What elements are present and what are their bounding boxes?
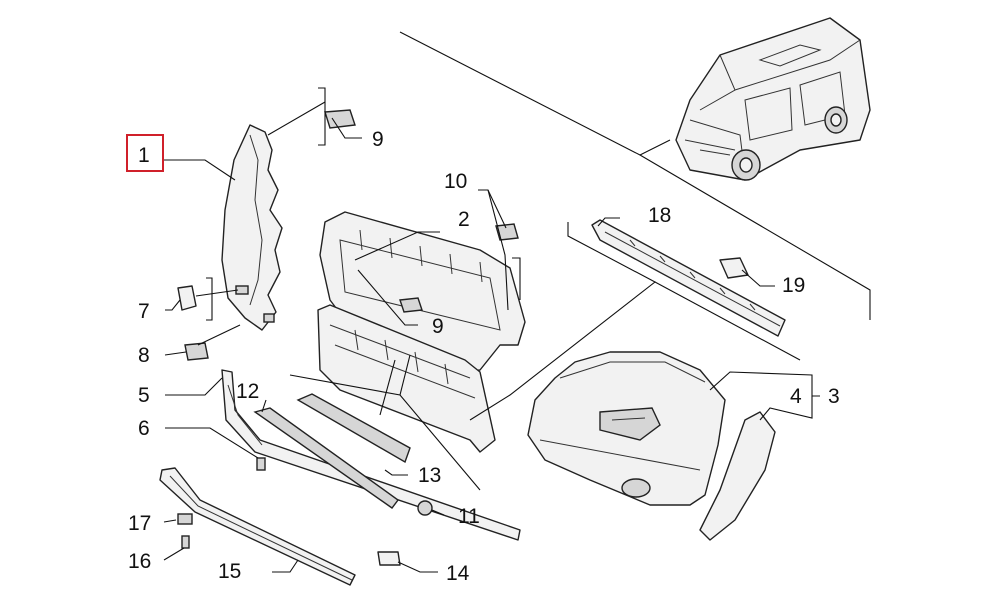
callout-18: 18 (648, 204, 671, 227)
callout-9-mid: 9 (432, 315, 444, 338)
callout-9-top: 9 (372, 128, 384, 151)
van-illustration (675, 17, 871, 181)
callout-12: 12 (236, 380, 259, 403)
callout-3: 3 (828, 385, 840, 408)
part-9-clip-top (324, 109, 356, 129)
callout-labels: 1 2 3 4 5 6 7 8 9 9 10 11 12 13 14 15 16… (128, 128, 840, 585)
callout-19: 19 (782, 274, 805, 297)
part-19-bracket (719, 257, 749, 279)
part-7-cover (177, 285, 197, 311)
callout-11: 11 (458, 505, 480, 528)
part-6-screw (256, 457, 266, 471)
part-15-bottom-strip (159, 467, 356, 586)
part-16-screw (181, 535, 190, 549)
callout-1-highlight (126, 134, 164, 172)
part-1-side-bracket (221, 124, 283, 331)
callout-15: 15 (218, 560, 241, 583)
part-2-radiator-frame (317, 211, 526, 453)
part-12-13-mesh-grille (253, 393, 411, 509)
callout-10: 10 (444, 170, 467, 193)
part-17-nut (177, 513, 193, 525)
part-3-bumper-corner (527, 351, 726, 506)
callout-8: 8 (138, 344, 150, 367)
leader-lines (163, 31, 871, 573)
callout-5: 5 (138, 384, 150, 407)
callout-14: 14 (446, 562, 470, 585)
part-11-plug (417, 500, 433, 516)
part-4-bumper-trim (699, 411, 776, 541)
callout-17: 17 (128, 512, 151, 535)
part-10-clip (495, 223, 519, 241)
callout-7: 7 (138, 300, 150, 323)
callout-1: 1 (138, 144, 150, 167)
callout-4: 4 (790, 385, 802, 408)
callout-2: 2 (458, 208, 470, 231)
part-8-bracket (184, 342, 209, 361)
part-14-clip (377, 551, 401, 566)
callout-16: 16 (128, 550, 151, 573)
callout-6: 6 (138, 417, 150, 440)
callout-13: 13 (418, 464, 441, 487)
part-18-grille-strip (591, 219, 786, 337)
part-5-lower-spoiler (221, 369, 521, 541)
part-9-clip-mid (399, 297, 423, 313)
